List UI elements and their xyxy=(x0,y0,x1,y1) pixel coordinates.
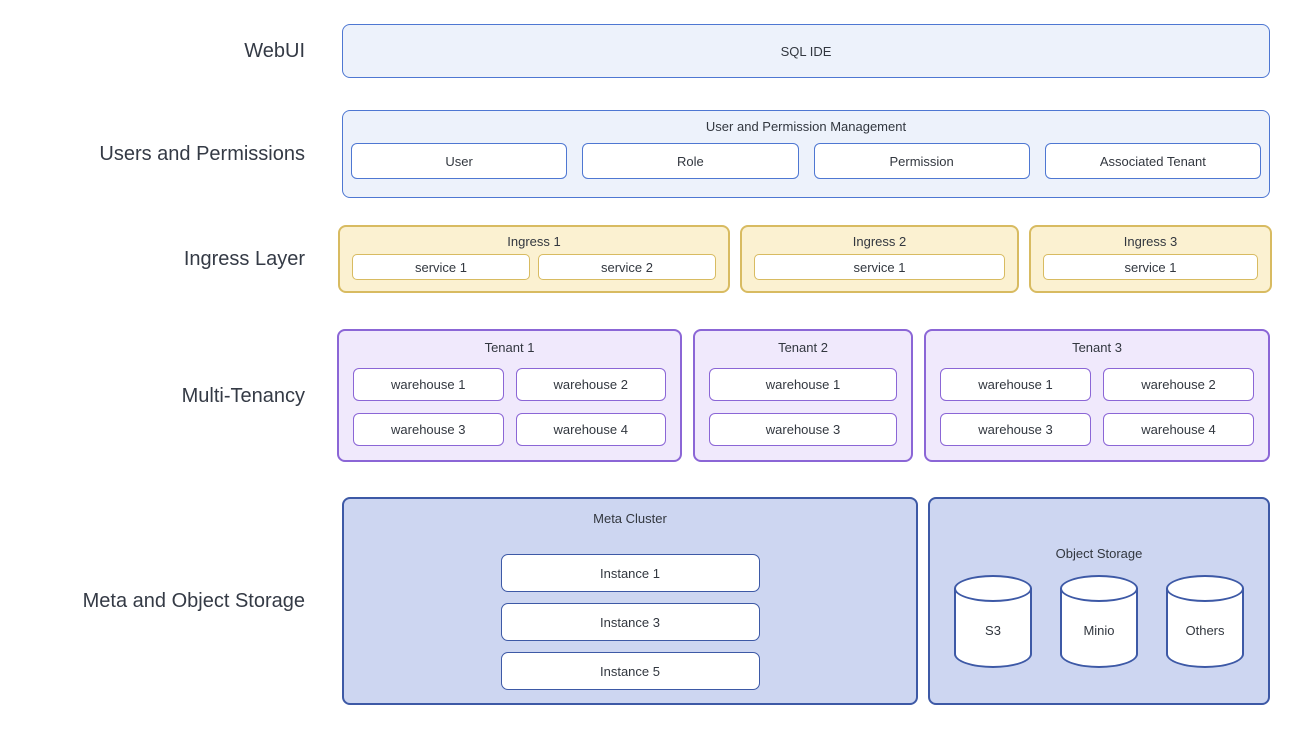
ingress-2-box: Ingress 2 service 1 xyxy=(740,225,1019,293)
tenant-2-warehouses: warehouse 1 warehouse 3 xyxy=(709,368,897,446)
user-permission-items: User Role Permission Associated Tenant xyxy=(351,143,1261,179)
tenant-1-warehouse-3-box: warehouse 3 xyxy=(353,413,504,446)
tenant-1-title: Tenant 1 xyxy=(484,340,535,355)
tenant-1-warehouse-4-box: warehouse 4 xyxy=(515,413,666,446)
sql-ide-box: SQL IDE xyxy=(342,24,1270,78)
ingress-2-title: Ingress 2 xyxy=(852,234,907,249)
instance-1-box: Instance 1 xyxy=(500,554,760,592)
meta-cluster-title: Meta Cluster xyxy=(593,511,667,526)
instance-5-box: Instance 5 xyxy=(500,652,760,690)
tenant-3-title: Tenant 3 xyxy=(1072,340,1122,355)
tenant-1-warehouse-2-box: warehouse 2 xyxy=(515,368,666,401)
object-storage-cylinders: S3 Minio Others xyxy=(930,575,1268,668)
ingress-row: Ingress 1 service 1 service 2 Ingress 2 … xyxy=(338,225,1272,293)
user-permission-management-box: User and Permission Management User Role… xyxy=(342,110,1270,198)
tenant-2-warehouse-3-box: warehouse 3 xyxy=(709,413,897,446)
tenant-3-warehouse-2-box: warehouse 2 xyxy=(1103,368,1254,401)
layer-label-multi-tenancy: Multi-Tenancy xyxy=(181,385,305,407)
ingress-1-service-1-box: service 1 xyxy=(352,254,530,280)
minio-label: Minio xyxy=(1083,623,1115,638)
tenant-3-warehouse-4-box: warehouse 4 xyxy=(1103,413,1254,446)
tenant-3-warehouses: warehouse 1 warehouse 2 warehouse 3 ware… xyxy=(940,368,1254,446)
tenant-3-warehouse-1-box: warehouse 1 xyxy=(940,368,1091,401)
ingress-1-service-2-box: service 2 xyxy=(538,254,716,280)
tenant-3-box: Tenant 3 warehouse 1 warehouse 2 warehou… xyxy=(924,329,1270,462)
object-storage-title: Object Storage xyxy=(1055,546,1143,561)
tenant-2-box: Tenant 2 warehouse 1 warehouse 3 xyxy=(693,329,913,462)
ingress-3-title: Ingress 3 xyxy=(1123,234,1178,249)
meta-cluster-box: Meta Cluster Instance 1 Instance 3 Insta… xyxy=(342,497,918,705)
tenant-2-warehouse-1-box: warehouse 1 xyxy=(709,368,897,401)
ingress-1-services: service 1 service 2 xyxy=(352,254,716,280)
cylinder-top xyxy=(1166,575,1244,602)
cylinder-top xyxy=(1060,575,1138,602)
layer-label-users-permissions: Users and Permissions xyxy=(99,143,305,165)
meta-cluster-instances: Instance 1 Instance 3 Instance 5 xyxy=(500,554,760,690)
layer-label-ingress: Ingress Layer xyxy=(183,248,305,270)
tenant-2-title: Tenant 2 xyxy=(778,340,828,355)
ingress-1-title: Ingress 1 xyxy=(507,234,561,249)
s3-cylinder: S3 xyxy=(954,575,1032,668)
ingress-3-services: service 1 xyxy=(1043,254,1258,280)
ingress-2-services: service 1 xyxy=(754,254,1005,280)
s3-label: S3 xyxy=(985,623,1001,638)
tenants-row: Tenant 1 warehouse 1 warehouse 2 warehou… xyxy=(337,329,1271,462)
layer-label-meta-object-storage: Meta and Object Storage xyxy=(82,590,305,612)
others-label: Others xyxy=(1185,623,1225,638)
ingress-3-service-1-box: service 1 xyxy=(1043,254,1258,280)
sql-ide-label: SQL IDE xyxy=(780,43,832,59)
minio-cylinder: Minio xyxy=(1060,575,1138,668)
permission-box: Permission xyxy=(813,143,1030,179)
ingress-3-box: Ingress 3 service 1 xyxy=(1029,225,1272,293)
tenant-1-warehouses: warehouse 1 warehouse 2 warehouse 3 ware… xyxy=(353,368,666,446)
tenant-1-box: Tenant 1 warehouse 1 warehouse 2 warehou… xyxy=(337,329,682,462)
object-storage-box: Object Storage S3 Minio Others xyxy=(928,497,1270,705)
instance-3-box: Instance 3 xyxy=(500,603,760,641)
tenant-1-warehouse-1-box: warehouse 1 xyxy=(353,368,504,401)
user-permission-management-title: User and Permission Management xyxy=(705,119,907,134)
ingress-1-box: Ingress 1 service 1 service 2 xyxy=(338,225,730,293)
role-box: Role xyxy=(582,143,799,179)
others-cylinder: Others xyxy=(1166,575,1244,668)
user-box: User xyxy=(351,143,568,179)
ingress-2-service-1-box: service 1 xyxy=(754,254,1005,280)
layer-label-webui: WebUI xyxy=(244,40,305,62)
tenant-3-warehouse-3-box: warehouse 3 xyxy=(940,413,1091,446)
associated-tenant-box: Associated Tenant xyxy=(1044,143,1261,179)
cylinder-top xyxy=(954,575,1032,602)
